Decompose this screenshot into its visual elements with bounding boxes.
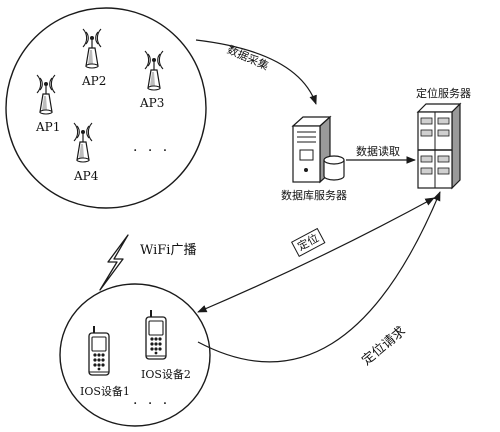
wifi-antenna-icon [82, 28, 102, 69]
location-server-label: 定位服务器 [416, 87, 471, 100]
data-collection-arrow [195, 39, 317, 105]
mobile-phone-icon [145, 309, 167, 360]
location-server-rack-icon [416, 102, 462, 190]
ap-more-dots: · · · [133, 143, 171, 159]
device-cluster-ellipse [59, 283, 211, 427]
location-response-arrow [197, 197, 435, 313]
ap1-label: AP1 [36, 120, 61, 134]
data-read-label: 数据读取 [356, 145, 400, 158]
ap2-label: AP2 [82, 74, 107, 88]
database-server-label: 数据库服务器 [281, 189, 347, 202]
location-request-arrow [197, 191, 441, 363]
device-more-dots: · · · [133, 396, 171, 412]
wifi-antenna-icon [144, 50, 164, 91]
ios-device-1-label: IOS设备1 [80, 385, 130, 398]
ap-cluster-circle [5, 7, 207, 209]
wifi-broadcast-lightning-icon [99, 234, 129, 291]
mobile-phone-icon [88, 325, 110, 376]
ios-device-2-label: IOS设备2 [141, 368, 191, 381]
wifi-antenna-icon [36, 74, 56, 115]
ap3-label: AP3 [140, 96, 165, 110]
wifi-broadcast-label: WiFi广播 [140, 243, 197, 258]
wifi-antenna-icon [73, 122, 93, 163]
database-server-icon [291, 115, 345, 184]
ap4-label: AP4 [74, 169, 99, 183]
